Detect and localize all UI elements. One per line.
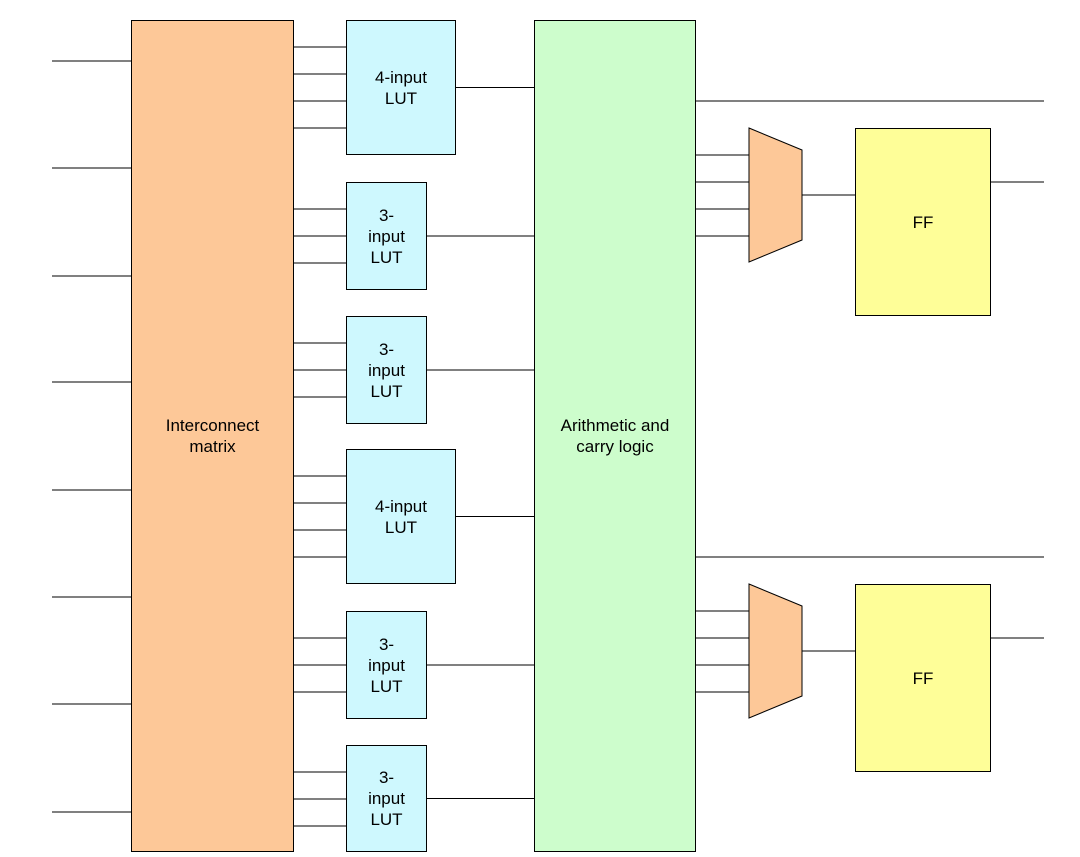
multiplexer-1 bbox=[748, 127, 803, 263]
flip-flop-label: FF bbox=[912, 668, 934, 688]
flip-flop-label: FF bbox=[912, 212, 934, 232]
flip-flop-1: FF bbox=[855, 128, 991, 316]
multiplexer-2 bbox=[748, 583, 803, 719]
flip-flop-2: FF bbox=[855, 584, 991, 772]
